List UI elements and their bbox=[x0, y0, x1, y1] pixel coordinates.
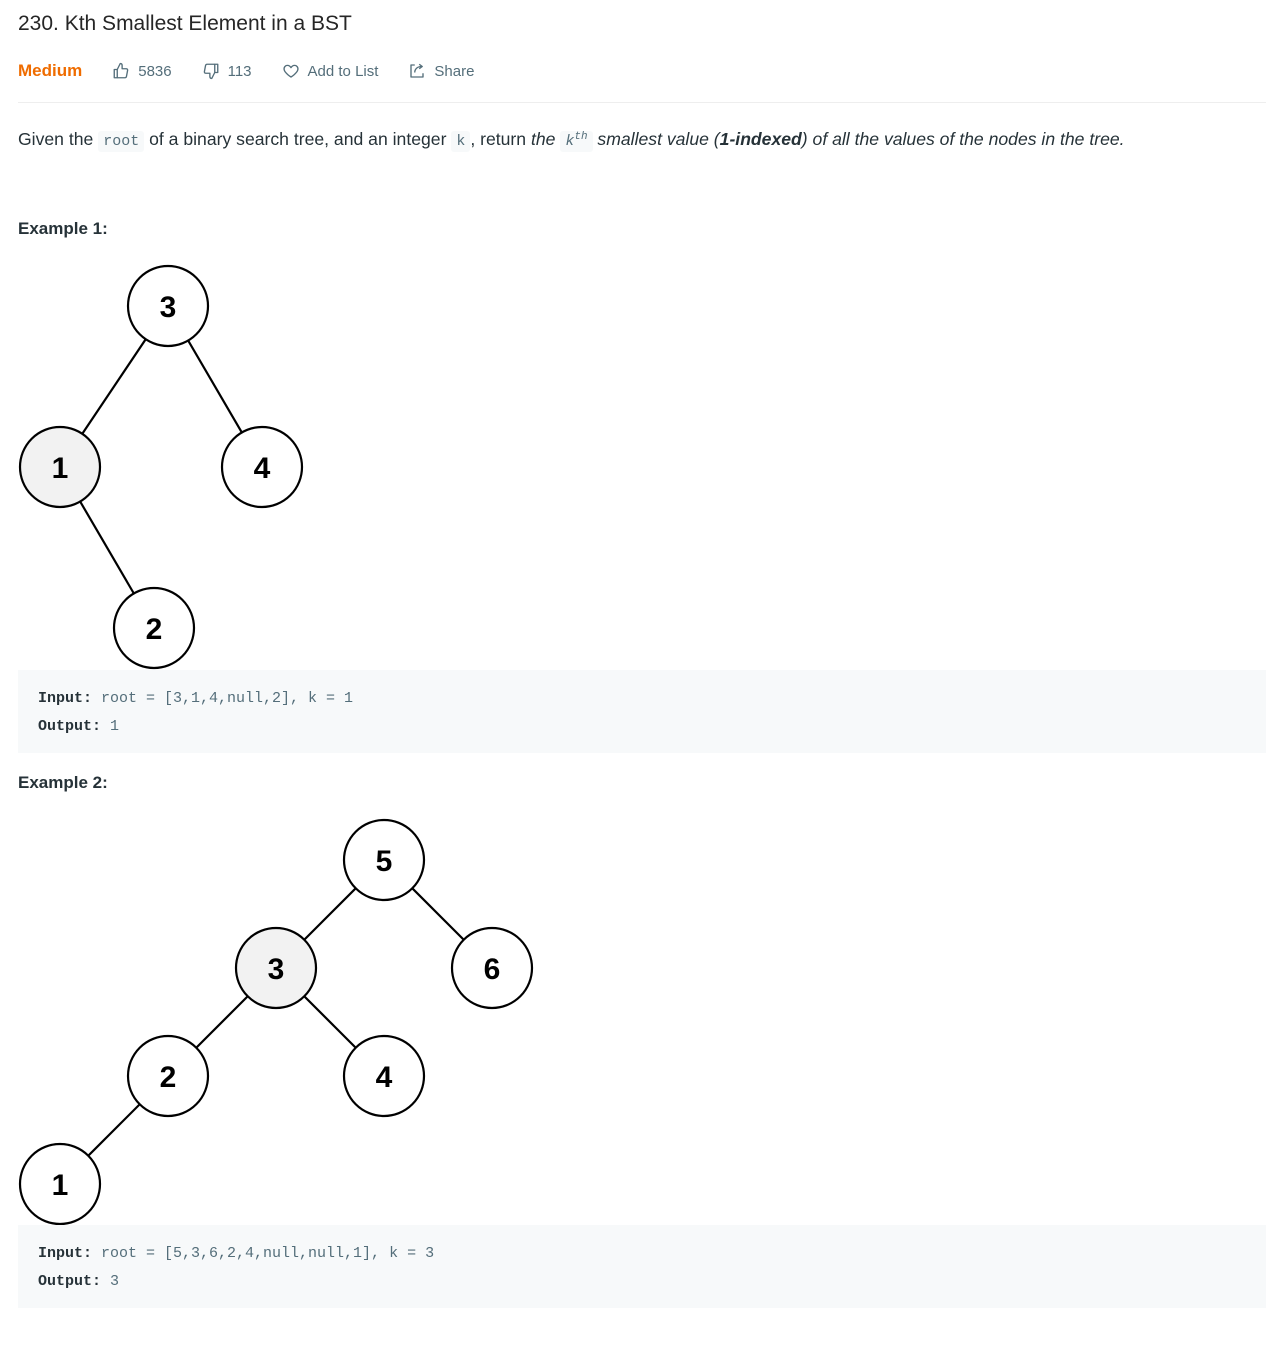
share-button[interactable]: Share bbox=[408, 62, 474, 80]
tree-node: 4 bbox=[220, 425, 304, 509]
like-button[interactable]: 5836 bbox=[112, 62, 172, 80]
example-2-tree: 5 3 6 2 4 1 bbox=[18, 818, 534, 1226]
dislike-count: 113 bbox=[227, 62, 252, 80]
heart-icon bbox=[282, 64, 299, 78]
desc-emphasis: the kth smallest value (1-indexed) of al… bbox=[530, 129, 1125, 152]
example-1-tree: 3 1 4 2 bbox=[18, 264, 304, 670]
desc-em-text: the bbox=[530, 129, 561, 149]
node-value: 1 bbox=[52, 452, 69, 485]
code-kth: kth bbox=[560, 131, 593, 152]
example-2-title: Example 2: bbox=[18, 773, 108, 792]
input-label: Input: bbox=[38, 1245, 93, 1262]
example-1-title: Example 1: bbox=[18, 219, 108, 238]
node-value: 3 bbox=[160, 291, 177, 324]
tree-node: 4 bbox=[342, 1034, 426, 1118]
tree-node: 2 bbox=[112, 586, 196, 670]
input-value: root = [5,3,6,2,4,null,null,1], k = 3 bbox=[92, 1245, 435, 1262]
node-value: 3 bbox=[268, 953, 285, 986]
input-value: root = [3,1,4,null,2], k = 1 bbox=[92, 690, 354, 707]
desc-bold: 1-indexed bbox=[719, 129, 802, 149]
like-count: 5836 bbox=[138, 62, 172, 80]
tree-node: 3 bbox=[126, 264, 210, 348]
example-2-output-line: Output: 3 bbox=[38, 1268, 1246, 1296]
kth-base: k bbox=[565, 133, 575, 150]
input-label: Input: bbox=[38, 690, 93, 707]
problem-title: 230. Kth Smallest Element in a BST bbox=[18, 12, 352, 35]
code-root: root bbox=[98, 131, 145, 152]
node-value: 5 bbox=[376, 845, 393, 878]
thumbs-down-icon bbox=[203, 63, 219, 80]
node-value: 1 bbox=[52, 1169, 69, 1202]
code-k: k bbox=[451, 131, 471, 152]
node-value: 4 bbox=[254, 452, 271, 485]
tree-node: 2 bbox=[126, 1034, 210, 1118]
tree-node: 6 bbox=[450, 926, 534, 1010]
example-2-io: Input: root = [5,3,6,2,4,null,null,1], k… bbox=[18, 1225, 1266, 1308]
problem-description: Given the root of a binary search tree, … bbox=[18, 123, 1125, 156]
node-value: 4 bbox=[376, 1061, 393, 1094]
tree-node-highlighted: 3 bbox=[234, 926, 318, 1010]
difficulty-badge: Medium bbox=[18, 61, 83, 80]
example-1-io: Input: root = [3,1,4,null,2], k = 1 Outp… bbox=[18, 670, 1266, 753]
share-icon bbox=[410, 63, 425, 78]
desc-text: , return bbox=[470, 129, 531, 149]
thumbs-up-icon bbox=[113, 62, 129, 79]
output-label: Output: bbox=[38, 1273, 102, 1290]
desc-em-text: ) of all the values of the nodes in the … bbox=[801, 129, 1125, 149]
output-value: 1 bbox=[101, 718, 120, 735]
tree-node: 1 bbox=[18, 1142, 102, 1226]
kth-sup: th bbox=[574, 131, 588, 143]
desc-em-text: smallest value ( bbox=[592, 129, 720, 149]
example-1-output-line: Output: 1 bbox=[38, 713, 1246, 741]
add-to-list-button[interactable]: Add to List bbox=[282, 62, 379, 80]
share-label: Share bbox=[434, 62, 475, 80]
add-to-list-label: Add to List bbox=[307, 62, 379, 80]
output-label: Output: bbox=[38, 718, 102, 735]
node-value: 6 bbox=[484, 953, 501, 986]
example-1-input-line: Input: root = [3,1,4,null,2], k = 1 bbox=[38, 685, 1246, 713]
node-value: 2 bbox=[160, 1061, 177, 1094]
tree-node: 5 bbox=[342, 818, 426, 902]
desc-text: Given the bbox=[18, 129, 99, 149]
problem-meta-bar: Medium 5836 113 Add to List Share bbox=[18, 58, 504, 84]
output-value: 3 bbox=[101, 1273, 120, 1290]
dislike-button[interactable]: 113 bbox=[202, 62, 252, 80]
desc-text: of a binary search tree, and an integer bbox=[144, 129, 452, 149]
example-2-input-line: Input: root = [5,3,6,2,4,null,null,1], k… bbox=[38, 1240, 1246, 1268]
node-value: 2 bbox=[146, 613, 163, 646]
header-divider bbox=[18, 102, 1266, 103]
tree-node-highlighted: 1 bbox=[18, 425, 102, 509]
